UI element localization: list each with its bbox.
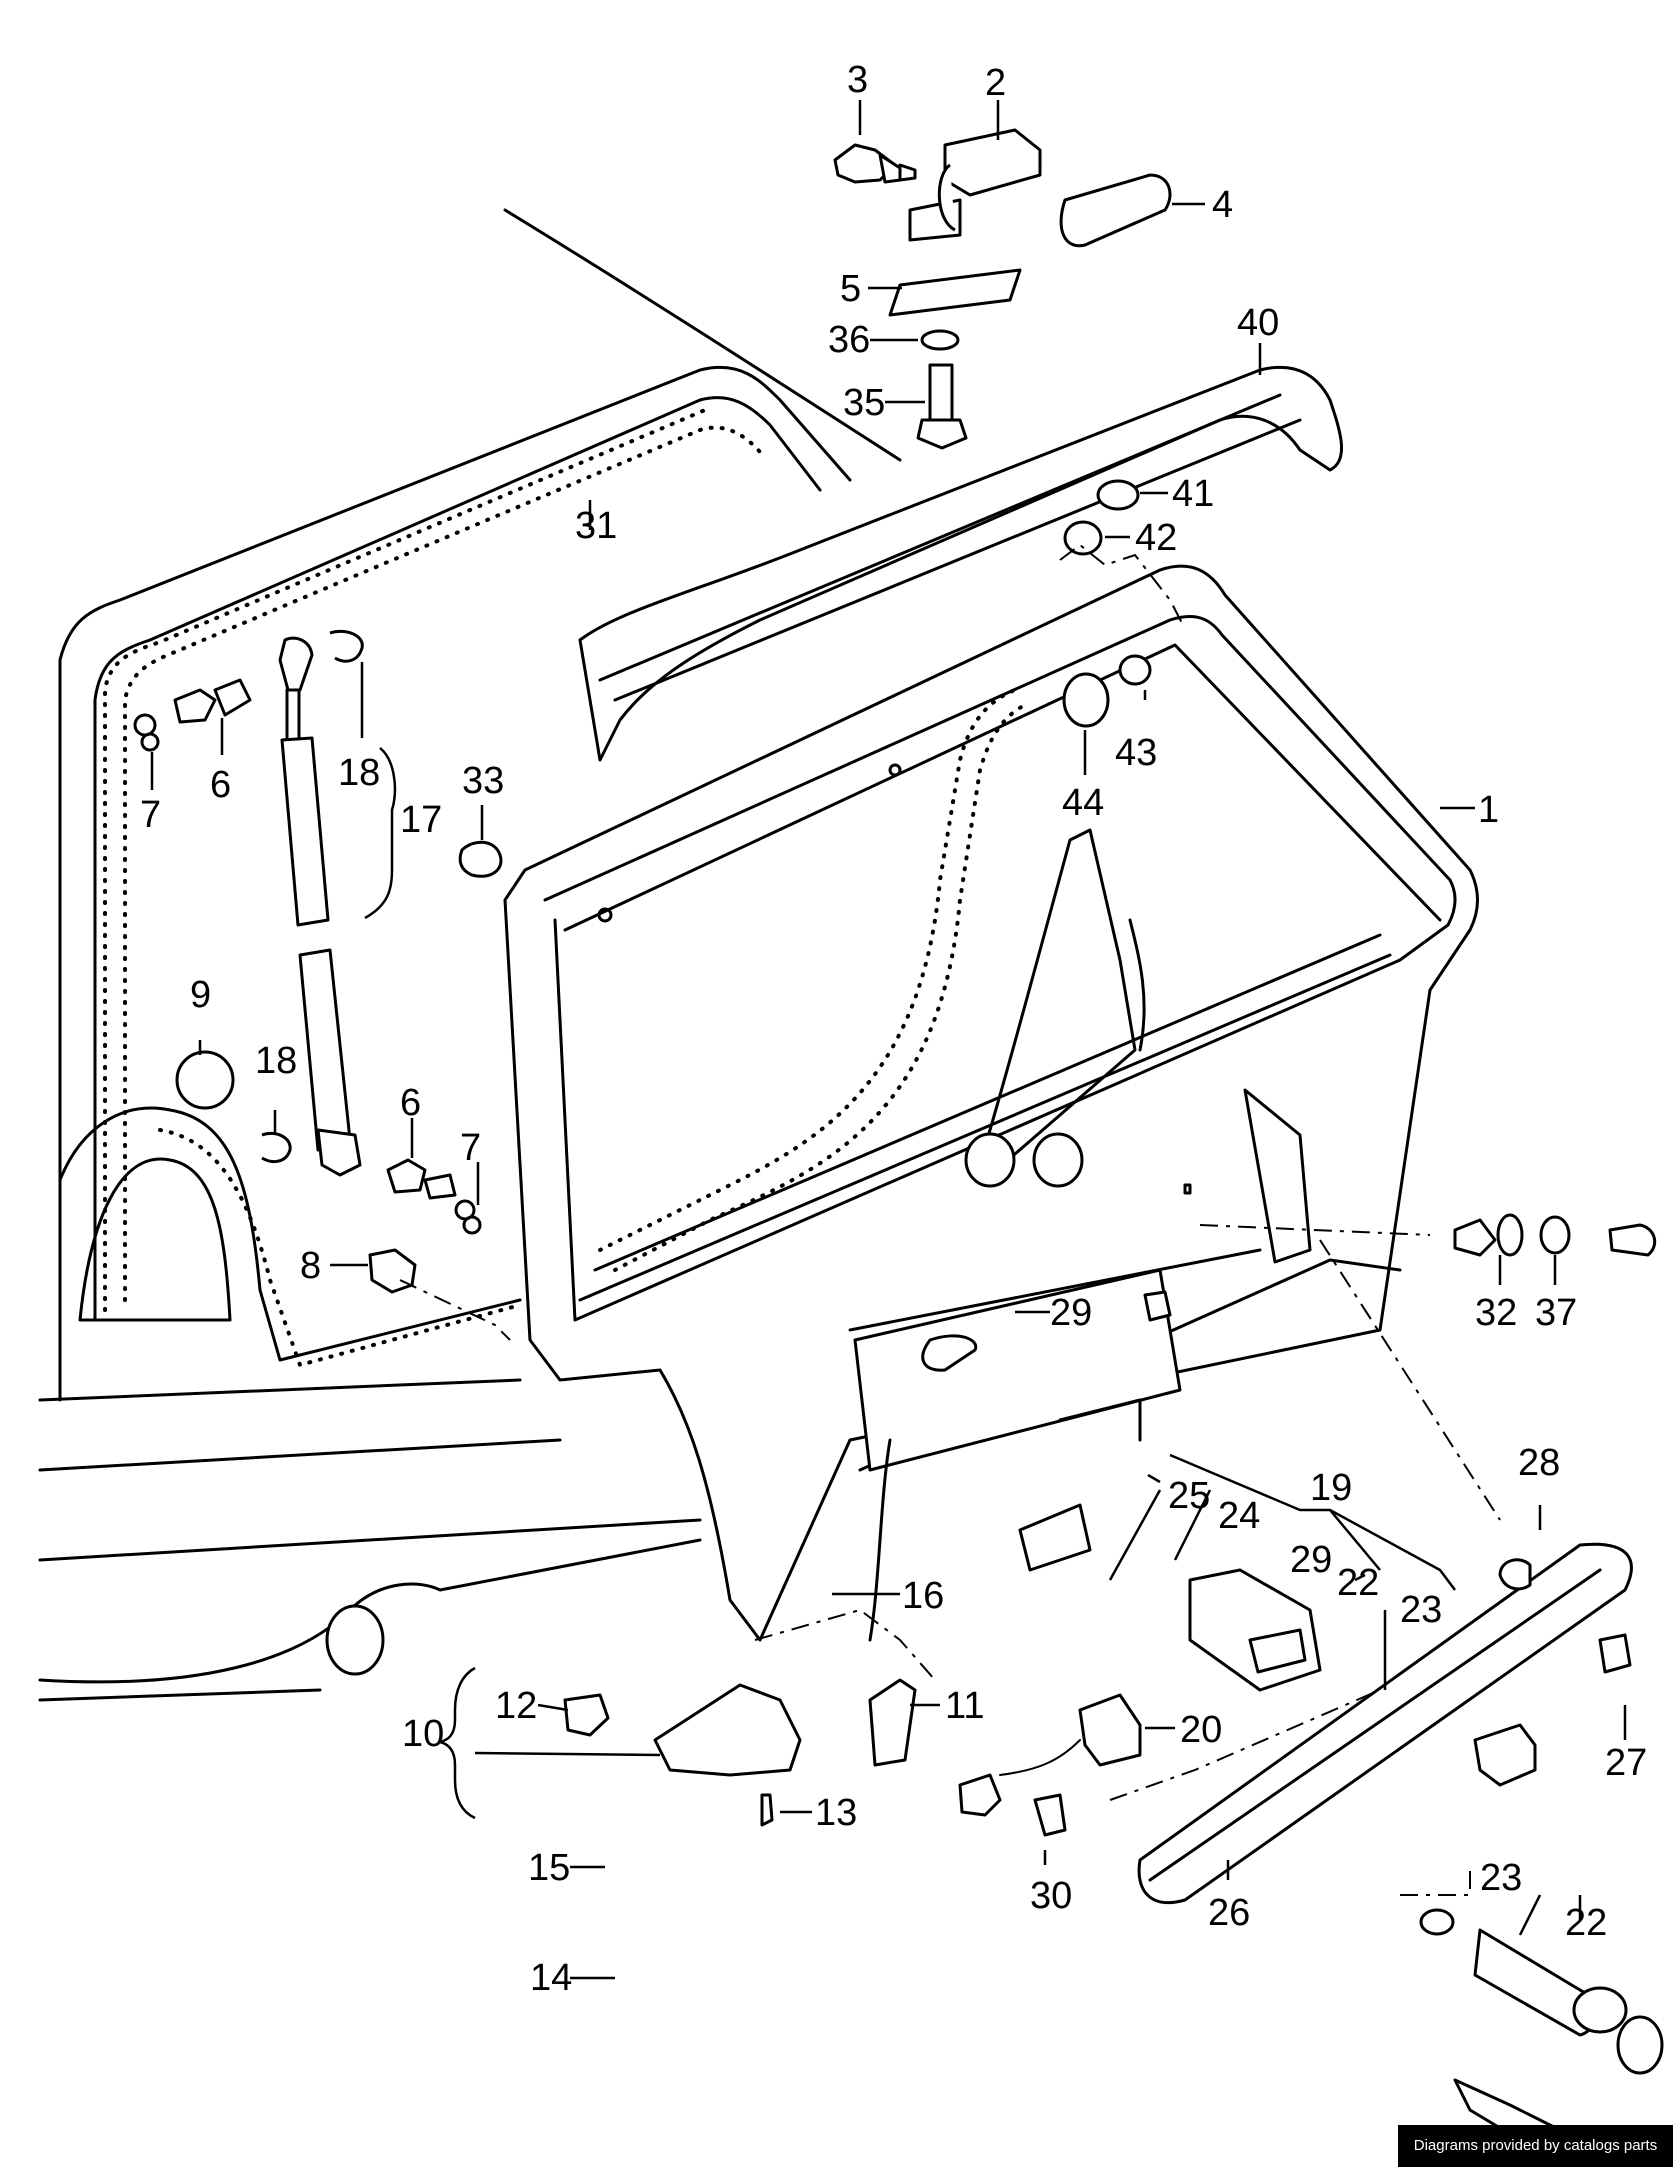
callout-11: 11: [945, 1685, 984, 1727]
callout-32: 32: [1475, 1292, 1517, 1334]
rear-spoiler: [578, 365, 1344, 762]
callout-16: 16: [902, 1575, 944, 1617]
callout-23-lower: 23: [1480, 1857, 1522, 1899]
callout-40: 40: [1237, 302, 1279, 344]
callout-31: 31: [575, 505, 617, 547]
callout-43: 43: [1115, 732, 1157, 774]
connection-lines: [399, 543, 1501, 1896]
callout-7-lower: 7: [460, 1127, 481, 1169]
callout-6-lower: 6: [400, 1082, 421, 1124]
callout-23-upper: 23: [1400, 1589, 1442, 1631]
callout-33: 33: [462, 760, 504, 802]
callout-42: 42: [1135, 517, 1177, 559]
callout-18-lower: 18: [255, 1040, 297, 1082]
lock-assembly: [563, 1290, 1322, 1837]
callout-14: 14: [530, 1957, 572, 1999]
callout-30: 30: [1030, 1875, 1072, 1917]
callout-29-lower: 29: [1290, 1539, 1332, 1581]
callout-24: 24: [1218, 1495, 1260, 1537]
callout-5: 5: [840, 268, 861, 310]
callout-6-upper: 6: [210, 764, 231, 806]
callout-41: 41: [1172, 473, 1214, 515]
callout-25: 25: [1168, 1475, 1210, 1517]
callout-35: 35: [843, 382, 885, 424]
watermark-badge: Diagrams provided by catalogs parts: [1398, 2125, 1673, 2167]
callout-17: 17: [400, 799, 442, 841]
callout-1: 1: [1478, 789, 1499, 831]
callout-37: 37: [1535, 1292, 1577, 1334]
callout-labels: 1 2 3 4 5 6 6 7 7 8 9 10 11 12 13 14 15 …: [140, 59, 1647, 1999]
callout-7-upper: 7: [140, 794, 161, 836]
callout-36: 36: [828, 319, 870, 361]
callout-2: 2: [985, 62, 1006, 104]
callout-12: 12: [495, 1685, 537, 1727]
callout-20: 20: [1180, 1709, 1222, 1751]
callout-22-lower: 22: [1565, 1902, 1607, 1944]
callout-10: 10: [402, 1713, 444, 1755]
hinge-assembly: [833, 128, 1172, 450]
callout-44: 44: [1062, 782, 1104, 824]
callout-26: 26: [1208, 1892, 1250, 1934]
callout-28: 28: [1518, 1442, 1560, 1484]
callout-19: 19: [1310, 1467, 1352, 1509]
callout-22-upper: 22: [1337, 1562, 1379, 1604]
callout-4: 4: [1212, 184, 1233, 226]
callout-18-upper: 18: [338, 752, 380, 794]
callout-9: 9: [190, 974, 211, 1016]
car-body: [38, 208, 902, 1702]
gas-strut-assembly: [133, 629, 482, 1235]
callout-8: 8: [300, 1245, 321, 1287]
callout-15: 15: [528, 1847, 570, 1889]
small-parts: [175, 479, 1657, 1294]
grip-trim: [1137, 1542, 1664, 2158]
callout-29-upper: 29: [1050, 1292, 1092, 1334]
tailgate-panel: [503, 564, 1479, 1642]
callout-27: 27: [1605, 1742, 1647, 1784]
leader-lines: [150, 100, 1627, 2160]
callout-13: 13: [815, 1792, 857, 1834]
callout-3: 3: [847, 59, 868, 101]
